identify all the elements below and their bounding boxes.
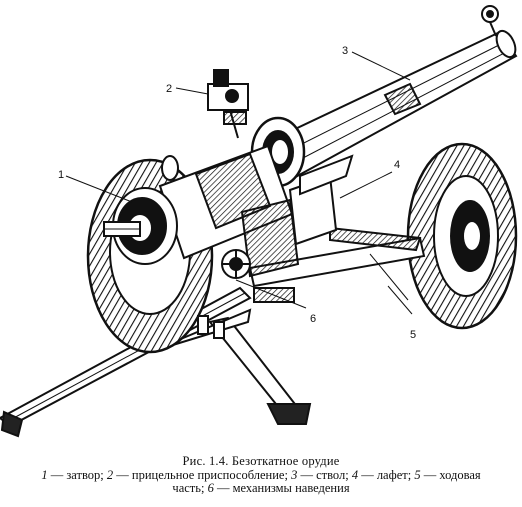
callout-6: 6	[310, 313, 316, 325]
right-wheel	[406, 142, 518, 330]
legend-num-5: 5	[414, 467, 421, 482]
legend-text-1: — затвор;	[47, 467, 107, 482]
legend-text-3: — ствол;	[297, 467, 352, 482]
callout-leaders	[65, 51, 413, 315]
trail-center	[208, 316, 312, 425]
caption-legend-line-2: часть; 6 — механизмы наведения	[0, 481, 522, 496]
breech-block	[103, 144, 294, 265]
legend-num-6: 6	[207, 481, 214, 495]
figure-caption: Рис. 1.4. Безоткатное орудие 1 — затвор;…	[0, 454, 522, 496]
legend-num-4: 4	[351, 467, 359, 482]
legend-line2-prefix: часть;	[172, 481, 208, 495]
legend-num-1: 1	[41, 467, 48, 482]
legend-text-5: — ходовая	[420, 467, 481, 482]
caption-title: Рис. 1.4. Безоткатное орудие	[182, 454, 340, 468]
barrel	[253, 5, 518, 182]
legend-text-6: — механизмы наведения	[213, 481, 350, 495]
callout-1: 1	[58, 169, 64, 181]
legend-num-2: 2	[106, 467, 114, 482]
caption-legend-line-1: 1 — затвор; 2 — прицельное приспособлени…	[0, 467, 522, 483]
legend-num-3: 3	[291, 467, 298, 482]
legend-text-2: — прицельное приспособление;	[113, 467, 292, 482]
callout-4: 4	[394, 159, 400, 171]
recoilless-gun-illustration: 1 2 3 4 5 6	[0, 5, 518, 438]
sight	[207, 69, 249, 139]
callout-3: 3	[342, 45, 348, 57]
gun-mount	[240, 154, 354, 278]
legend-text-4: — лафет;	[358, 467, 415, 482]
callout-5: 5	[410, 329, 416, 341]
callout-2: 2	[166, 83, 172, 95]
carriage-axle	[248, 226, 426, 288]
